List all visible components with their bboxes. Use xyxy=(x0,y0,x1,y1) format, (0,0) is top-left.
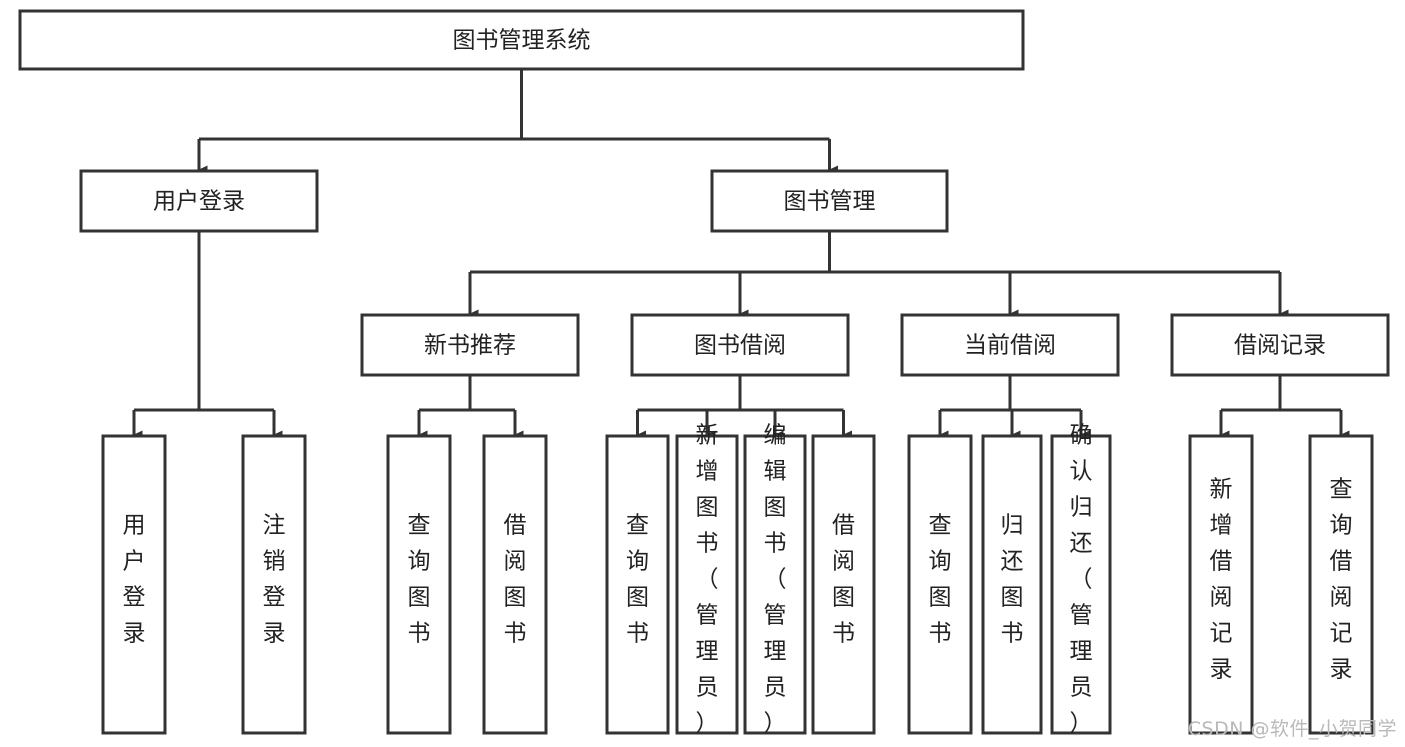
node-leaf-edit-book[interactable]: 编辑图书（管理员） xyxy=(743,423,807,737)
node-label: 查询借阅记录 xyxy=(1330,477,1353,683)
node-label: 借阅图书 xyxy=(504,513,527,647)
node-book-borrow[interactable]: 图书借阅 xyxy=(630,313,850,377)
node-label: 用户登录 xyxy=(153,189,245,215)
node-label: 借阅记录 xyxy=(1234,333,1326,359)
node-leaf-query-book-cur[interactable]: 查询图书 xyxy=(907,434,973,735)
node-leaf-query-record[interactable]: 查询借阅记录 xyxy=(1308,434,1374,735)
node-label: 新书推荐 xyxy=(424,333,516,359)
node-label: 图书管理 xyxy=(784,189,876,215)
node-borrow-record[interactable]: 借阅记录 xyxy=(1170,313,1390,377)
node-label: 图书借阅 xyxy=(694,333,786,359)
node-label: 借阅图书 xyxy=(832,513,855,647)
node-label: 查询图书 xyxy=(408,513,431,647)
node-label: 编辑图书（管理员） xyxy=(764,423,787,737)
node-leaf-confirm-return[interactable]: 确认归还（管理员） xyxy=(1050,423,1112,737)
csdn-watermark: CSDN @软件_小贺同学 xyxy=(1187,718,1397,740)
node-leaf-add-book[interactable]: 新增图书（管理员） xyxy=(675,423,739,737)
node-leaf-logout[interactable]: 注销登录 xyxy=(241,434,307,735)
node-leaf-query-book-rec[interactable]: 查询图书 xyxy=(386,434,452,735)
node-leaf-user-login[interactable]: 用户登录 xyxy=(101,434,167,735)
node-leaf-return-book[interactable]: 归还图书 xyxy=(981,434,1043,735)
node-label: 新增图书（管理员） xyxy=(696,423,719,737)
node-label: 查询图书 xyxy=(929,513,952,647)
node-new-book-rec[interactable]: 新书推荐 xyxy=(360,313,580,377)
node-label: 查询图书 xyxy=(626,513,649,647)
node-label: 用户登录 xyxy=(123,513,146,647)
node-leaf-borrow-book[interactable]: 借阅图书 xyxy=(811,434,876,735)
node-label: 新增借阅记录 xyxy=(1210,477,1233,683)
node-leaf-query-book-borrow[interactable]: 查询图书 xyxy=(605,434,670,735)
node-layer: 图书管理系统用户登录图书管理新书推荐图书借阅当前借阅借阅记录用户登录注销登录查询… xyxy=(18,9,1390,737)
connector-layer xyxy=(132,69,1350,440)
node-leaf-add-record[interactable]: 新增借阅记录 xyxy=(1188,434,1254,735)
node-label: 归还图书 xyxy=(1001,513,1024,647)
node-leaf-borrow-book-rec[interactable]: 借阅图书 xyxy=(482,434,548,735)
node-book-manage[interactable]: 图书管理 xyxy=(710,169,949,233)
node-user-login[interactable]: 用户登录 xyxy=(79,169,319,233)
node-label: 图书管理系统 xyxy=(453,28,591,54)
node-label: 当前借阅 xyxy=(964,333,1056,359)
node-root[interactable]: 图书管理系统 xyxy=(18,9,1025,71)
node-label: 注销登录 xyxy=(263,513,286,647)
node-current-borrow[interactable]: 当前借阅 xyxy=(900,313,1120,377)
node-label: 确认归还（管理员） xyxy=(1070,423,1093,737)
